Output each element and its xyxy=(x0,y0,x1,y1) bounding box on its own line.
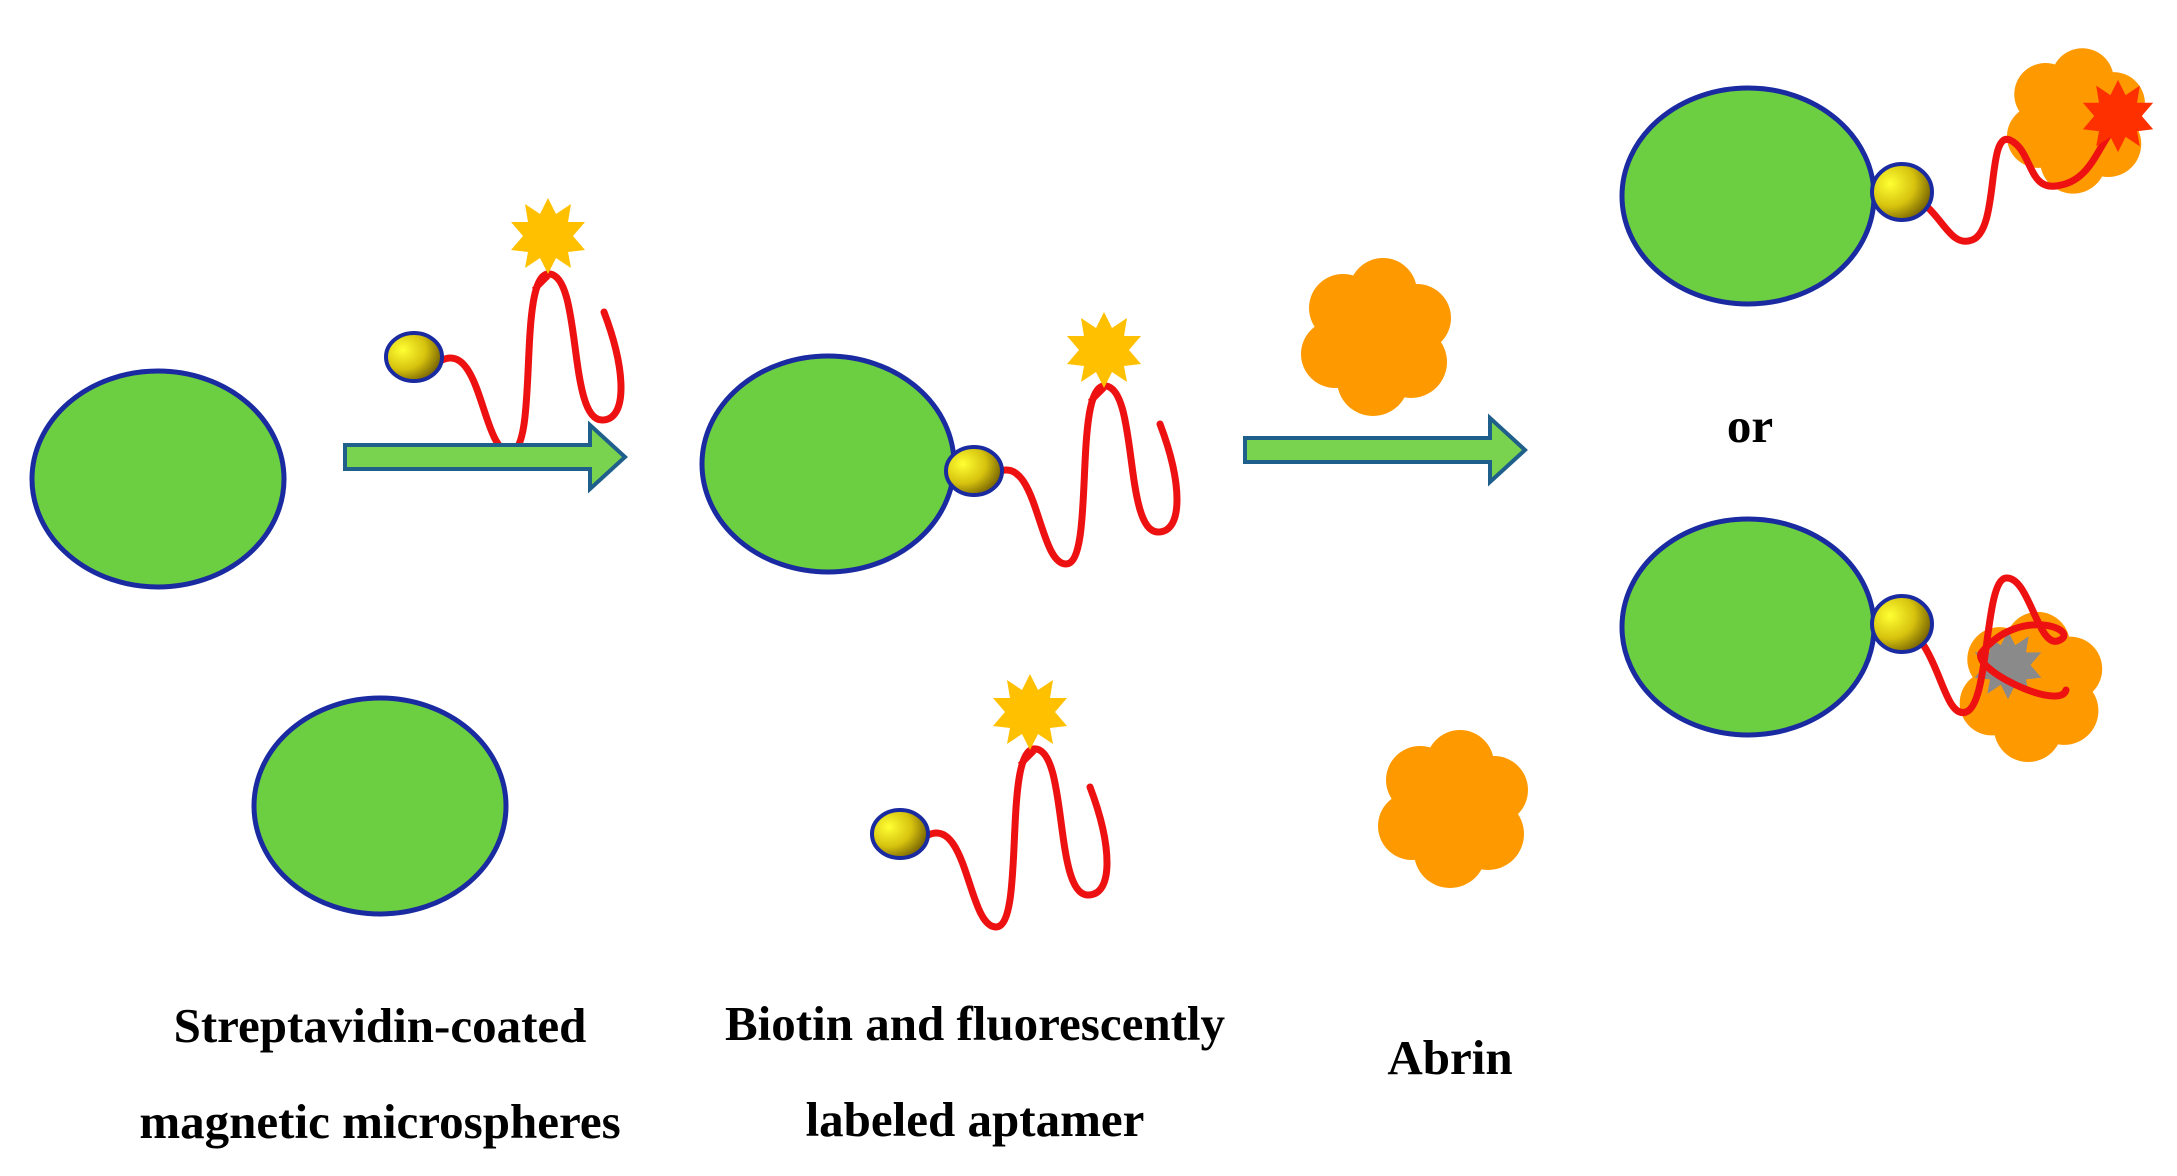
microsphere-top-left xyxy=(29,368,287,590)
label-aptamer-line1: Biotin and fluorescently xyxy=(724,996,1226,1051)
arrow-right-1 xyxy=(343,420,628,494)
biotin-icon xyxy=(944,445,1004,497)
biotin-icon xyxy=(870,808,930,860)
bound-aptamer xyxy=(944,312,1177,564)
aptamer-strand-result-bottom xyxy=(1896,574,2070,716)
microsphere-result-top xyxy=(1619,85,1877,307)
label-microspheres-line2: magnetic microspheres xyxy=(139,1094,621,1149)
fluorophore-icon xyxy=(993,674,1067,750)
abrin-protein-top xyxy=(1301,258,1451,416)
microsphere-conjugate xyxy=(699,353,957,575)
biotin-icon xyxy=(1870,162,1934,222)
biotin-icon xyxy=(1870,594,1934,654)
biotin-icon xyxy=(384,331,444,383)
fluorophore-icon xyxy=(511,198,585,274)
free-aptamer-top xyxy=(384,198,621,452)
label-abrin: Abrin xyxy=(1387,1030,1513,1085)
aptamer-strand-result-top xyxy=(1896,120,2120,245)
microsphere-bottom-left xyxy=(251,695,509,917)
arrow-right-2 xyxy=(1243,413,1528,487)
fluorophore-icon xyxy=(1067,312,1141,388)
label-aptamer-line2: labeled aptamer xyxy=(805,1092,1145,1147)
free-aptamer-bottom xyxy=(870,674,1107,927)
label-or: or xyxy=(1726,398,1774,453)
abrin-protein-bottom xyxy=(1378,730,1528,888)
label-microspheres-line1: Streptavidin-coated xyxy=(173,998,587,1053)
microsphere-result-bottom xyxy=(1619,516,1877,738)
